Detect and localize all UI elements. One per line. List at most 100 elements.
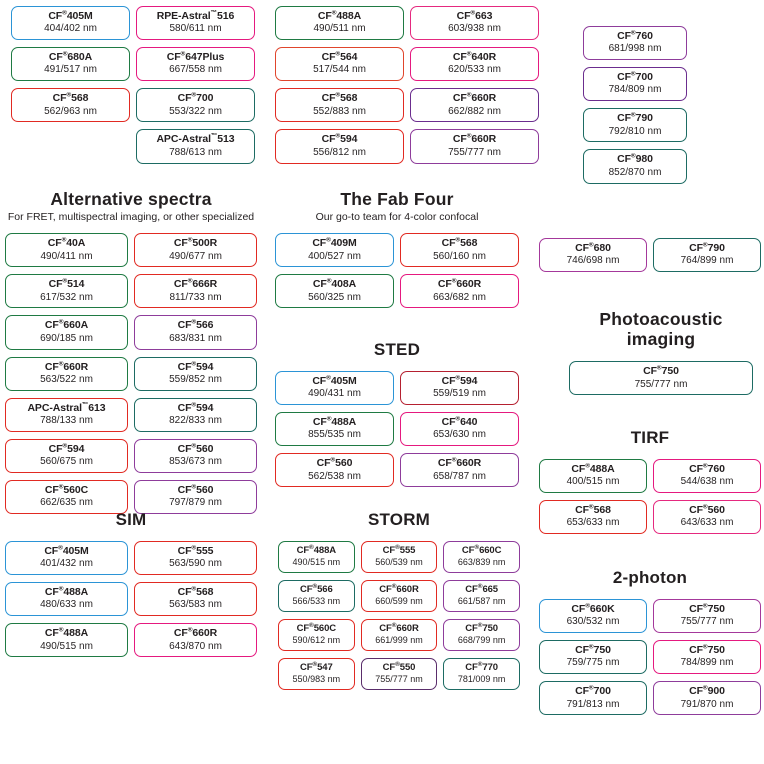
trademark-symbol: ® [187,236,193,244]
trademark-symbol: ® [330,456,336,464]
section-heading: Photoacoustic imaging [599,309,723,349]
dye-name: CF®900 [689,684,725,698]
trademark-symbol: ® [630,29,636,37]
dye-spectra: 852/870 nm [608,166,662,178]
dye-name: CF®568 [321,91,358,105]
dye-name: APC-Astral™513 [156,132,235,146]
dye-spectra: 791/870 nm [680,698,734,710]
dye-name: CF®790 [689,241,725,254]
dye-name: CF®568 [441,236,478,250]
dye-name: CF®750 [465,621,498,634]
trademark-symbol: ® [61,236,67,244]
section-heading: STORM [367,510,431,529]
dye-name: CF®40A [47,236,86,250]
dye-name: CF®594 [177,401,214,414]
dye-name: CF®665 [465,582,498,595]
trademark-symbol: ® [702,462,708,470]
trademark-symbol: ® [58,318,64,326]
dye-spectra: 660/599 nm [375,596,423,607]
dye-name: CF®594 [441,374,478,388]
dye-spectra: 490/515 nm [40,640,93,652]
trademark-symbol: ® [326,415,332,423]
trademark-symbol: ® [191,544,197,552]
